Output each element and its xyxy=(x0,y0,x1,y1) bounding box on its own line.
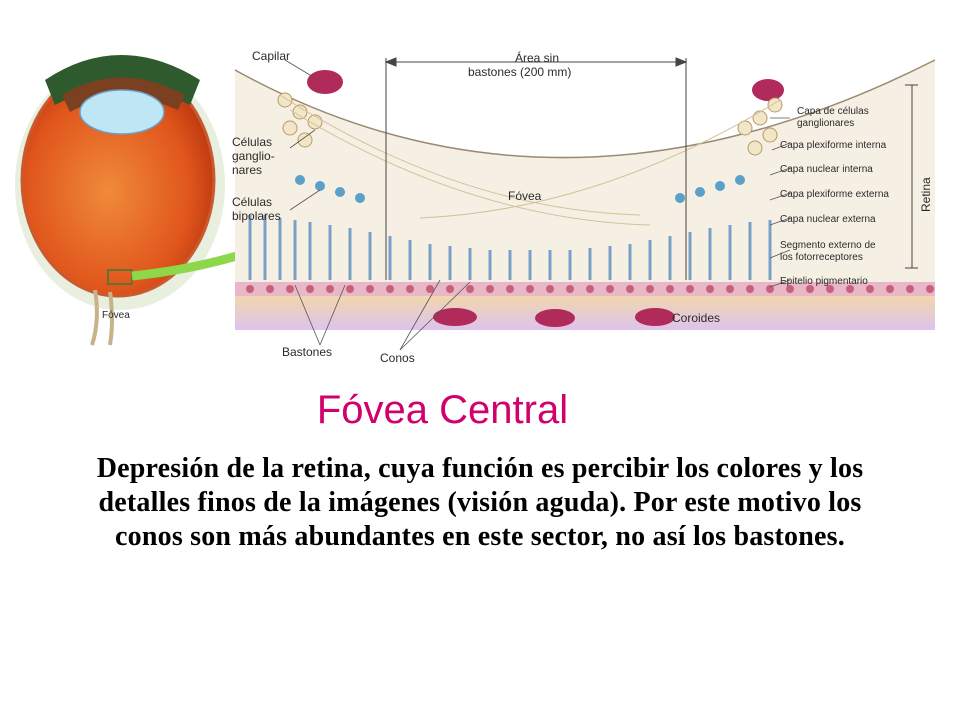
label-area-line1: Área sin xyxy=(515,50,559,65)
label-fovea-center: Fóvea xyxy=(508,189,542,203)
label-bastones: Bastones xyxy=(282,345,332,359)
label-plex-ext: Capa plexiforme externa xyxy=(780,189,889,200)
label-nuc-ext: Capa nuclear externa xyxy=(780,214,876,225)
page-title: Fóvea Central xyxy=(316,388,569,432)
retina-bracket xyxy=(905,84,918,269)
eye-globe xyxy=(15,55,225,346)
zoom-arrow xyxy=(131,250,242,281)
label-coroides: Coroides xyxy=(672,311,720,325)
retina-section xyxy=(234,59,936,330)
label-nuc-int: Capa nuclear interna xyxy=(780,164,873,175)
label-capa-gang-2: ganglionares xyxy=(797,118,854,129)
label-celulas-bip-2: bipolares xyxy=(232,209,281,223)
area-bracket xyxy=(384,57,688,280)
label-seg-1: Segmento externo de xyxy=(780,240,876,251)
label-area-line2: bastones (200 mm) xyxy=(468,65,571,79)
label-fovea-eye: Fóvea xyxy=(102,310,130,321)
label-plex-int: Capa plexiforme interna xyxy=(780,140,887,151)
label-capilar: Capilar xyxy=(252,49,290,63)
label-celulas-gang-3: nares xyxy=(232,163,262,177)
label-retina: Retina xyxy=(919,177,933,212)
label-capa-gang-1: Capa de células xyxy=(797,106,869,117)
label-epitelio: Epitelio pigmentario xyxy=(780,276,868,287)
fovea-diagram: Capilar Área sin bastones (200 mm) Célul… xyxy=(15,49,936,365)
description-text: Depresión de la retina, cuya función es … xyxy=(96,453,864,552)
label-conos: Conos xyxy=(380,351,415,365)
label-celulas-gang-1: Células xyxy=(232,135,272,149)
label-celulas-bip-1: Células xyxy=(232,195,272,209)
label-celulas-gang-2: ganglio- xyxy=(232,149,275,163)
label-seg-2: los fotorreceptores xyxy=(780,252,863,263)
